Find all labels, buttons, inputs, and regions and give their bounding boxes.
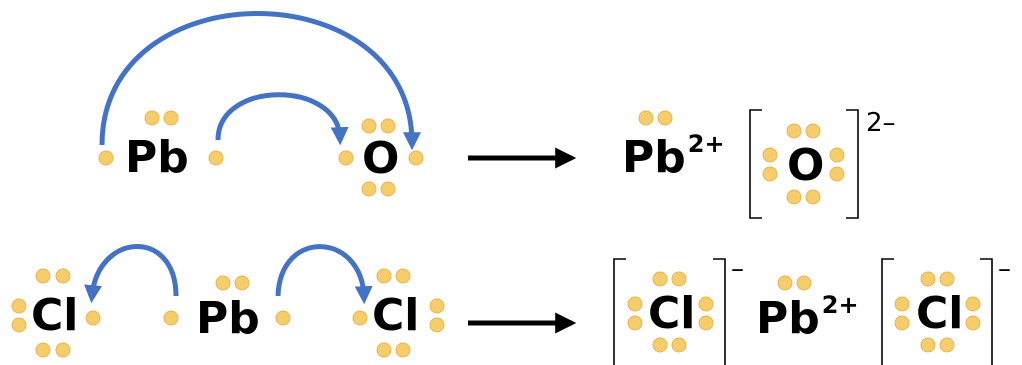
electron-dot [627, 296, 643, 312]
electron-dot [376, 342, 392, 358]
ion-o-charge: 2– [866, 108, 896, 138]
electron-dot [652, 337, 668, 353]
atom-o-reactant: O [362, 133, 400, 184]
transfer-arrow-pb-to-cl-right [275, 244, 373, 305]
electron-dot [894, 296, 910, 312]
bracket-cl-right-l [881, 258, 894, 365]
electron-dot [361, 118, 377, 134]
electron-dot [352, 310, 368, 326]
electron-dot [35, 342, 51, 358]
bracket-cl-left-r [713, 258, 726, 365]
electron-dot [338, 150, 354, 166]
electron-dot [395, 342, 411, 358]
electron-dot [98, 150, 114, 166]
electron-dot [657, 110, 673, 126]
transfer-arrow-pb-to-o-inner [215, 92, 349, 146]
electron-dot [671, 337, 687, 353]
electron-dot [144, 110, 160, 126]
electron-dot [395, 268, 411, 284]
atom-cl-right-reactant: Cl [372, 290, 420, 341]
electron-dot [829, 147, 845, 163]
electron-dot [671, 271, 687, 287]
electron-dot [786, 189, 802, 205]
electron-dot [429, 317, 445, 333]
electron-dot [85, 310, 101, 326]
electron-dot [805, 189, 821, 205]
electron-dot [796, 275, 812, 291]
electron-dot [786, 123, 802, 139]
electron-dot [208, 150, 224, 166]
ion-pb-symbol-2: Pb [756, 293, 820, 344]
electron-dot [55, 342, 71, 358]
electron-dot [762, 147, 778, 163]
electron-dot [638, 110, 654, 126]
electron-dot [380, 181, 396, 197]
electron-dot [11, 298, 27, 314]
ion-pb-symbol: Pb [622, 132, 686, 183]
bracket-o-right [846, 109, 859, 219]
bracket-o-left [749, 109, 762, 219]
electron-dot [429, 298, 445, 314]
electron-dot [698, 296, 714, 312]
electron-dot [652, 271, 668, 287]
electron-dot [939, 271, 955, 287]
electron-dot [627, 315, 643, 331]
electron-dots [11, 110, 981, 358]
ion-cl-left-product: Cl [648, 288, 696, 339]
electron-dot [215, 275, 231, 291]
ion-cl-left-charge: – [731, 254, 744, 284]
electron-dot [762, 166, 778, 182]
transfer-arrow-pb-to-o-outer [99, 11, 421, 151]
ion-o-product: O [787, 140, 825, 191]
electron-dot [698, 315, 714, 331]
electron-dot [939, 337, 955, 353]
ion-pb-charge: 2+ [687, 130, 725, 158]
ion-pb-charge-2: 2+ [821, 291, 859, 319]
electron-dot [777, 275, 793, 291]
bracket-cl-right-r [980, 258, 993, 365]
electron-dot [376, 268, 392, 284]
bracket-cl-left-l [613, 258, 626, 365]
electron-dot [55, 268, 71, 284]
ion-cl-right-product: Cl [916, 288, 964, 339]
electron-dot [894, 315, 910, 331]
electron-dot [380, 118, 396, 134]
electron-dot [965, 315, 981, 331]
atom-pb-reactant: Pb [125, 132, 189, 183]
electron-dot [361, 181, 377, 197]
electron-dot [163, 110, 179, 126]
electron-dot [920, 271, 936, 287]
electron-dot [275, 310, 291, 326]
ion-pb-product-2: Pb2+ [756, 293, 859, 341]
electron-dot [35, 268, 51, 284]
electron-dot [965, 296, 981, 312]
atom-pb-reactant-2: Pb [196, 293, 260, 344]
electron-dot [11, 317, 27, 333]
electron-dot [829, 166, 845, 182]
ion-pb-product: Pb2+ [622, 132, 725, 180]
electron-dot [408, 150, 424, 166]
electron-dot [805, 123, 821, 139]
electron-dot [163, 310, 179, 326]
atom-cl-left-reactant: Cl [31, 290, 79, 341]
transfer-arrow-pb-to-cl-left [84, 244, 179, 304]
electron-dot [920, 337, 936, 353]
electron-dot [234, 275, 250, 291]
ion-cl-right-charge: – [998, 254, 1011, 284]
